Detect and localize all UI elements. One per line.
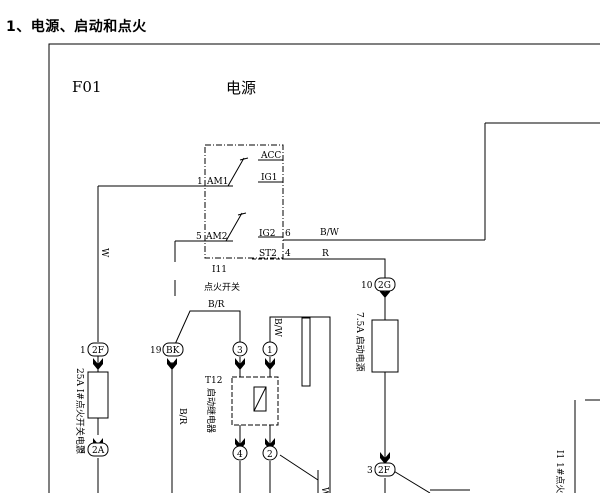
diagram-frame [48,43,600,493]
relay-pin-2: 2 [267,450,273,460]
wire-label-bw-vertical: B/W [272,318,282,338]
terminal-ig2: IG2 [259,229,275,239]
relay-connector-4 [232,445,248,461]
connector-id-2a: 2A [92,446,105,456]
relay-connector-1 [262,341,278,357]
connector-pin-2: 2 [80,446,86,456]
wire-br [171,310,241,352]
wire-label-br-top: B/R [208,300,225,310]
terminal-pin-am2: 5 [196,232,202,242]
page-heading: 1、电源、启动和点火 [6,19,147,35]
terminal-pin-ig2: 6 [285,229,291,239]
wire-label-w-left: W [99,248,109,258]
switch-contact [225,157,245,242]
terminal-st2: ST2 [259,249,277,259]
terminal-am2: AM2 [205,232,227,242]
connector-id-bk: BK [166,346,180,356]
switch-id: I11 [212,265,227,275]
connector-id-3-2f: 2F [378,466,390,476]
fuse-right-label: 7.5A 启动电源 [354,312,366,372]
wire-label-bw: B/W [320,228,340,238]
wire-bw-vertical [269,316,331,493]
wire-label-r: R [322,249,329,259]
relay-pin-4: 4 [237,450,243,460]
diagram-title: 电源 [226,79,256,97]
wire-st2-r [283,258,386,280]
connector-pin-1: 1 [80,346,86,356]
fuse-left-label: 25A I#点火开关电源 [74,368,86,454]
connector-pin-19: 19 [150,346,162,356]
connector-19-bk [162,342,184,357]
terminal-ig1: IG1 [261,173,277,183]
ignition-switch-box [204,144,284,259]
fuse-right [371,319,399,373]
connector-id-2f: 2F [92,346,104,356]
connector-pin-10: 10 [361,281,373,291]
relay-connector-3 [232,341,248,357]
connector-3-2f [374,462,396,477]
terminal-pin-am1: 1 [197,177,203,187]
connector-id-2g: 2G [378,281,391,291]
connector-2-2a [87,442,109,457]
relay-name: 启动继电器 [205,388,217,433]
connector-1-2f [87,342,109,357]
relay-box [231,376,279,426]
relay-connector-2 [262,445,278,461]
terminal-acc: ACC [260,151,281,161]
connector-pin-3: 3 [367,466,373,476]
wire-label-br-down: B/R [177,408,187,425]
connector-10-2g [374,277,396,292]
fuse-left [87,371,109,419]
right-label: I1 1#点火继 [554,450,566,493]
wire-top-right [484,122,600,240]
relay-id: T12 [205,376,222,386]
wire-label-w-right: W [319,487,329,493]
diagram-code: F01 [72,78,102,96]
relay-pin-1: 1 [267,346,273,356]
switch-name: 点火开关 [204,281,240,293]
relay-pin-3: 3 [237,346,243,356]
terminal-pin-st2: 4 [285,249,291,259]
terminal-am1: AM1 [206,177,228,187]
